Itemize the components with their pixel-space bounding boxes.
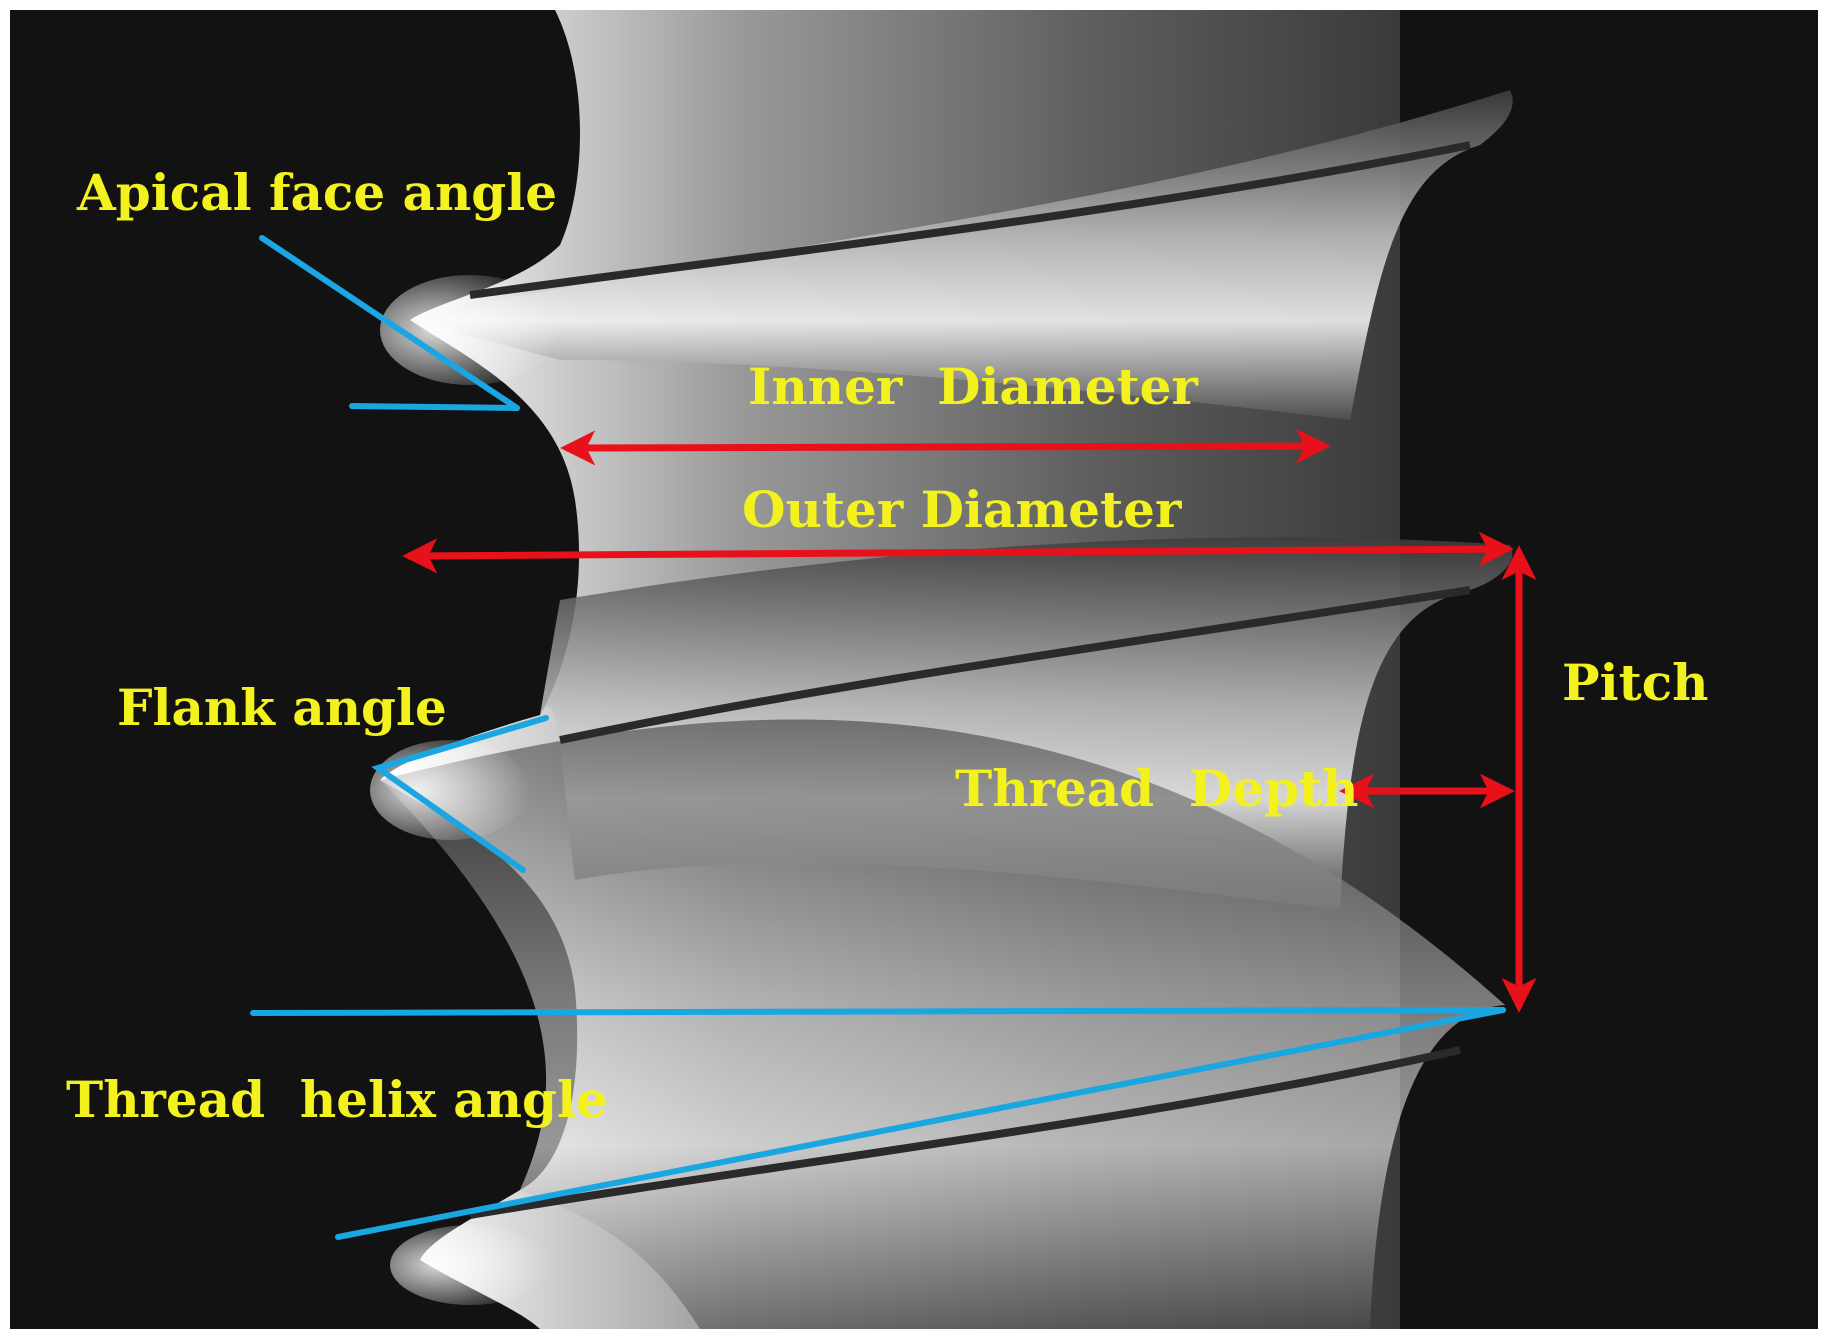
outer-diameter-arrow: [402, 531, 1514, 574]
inner-diameter-arrow: [560, 428, 1331, 466]
label-thread-depth: Thread Depth: [955, 759, 1358, 818]
label-apical-face-angle: Apical face angle: [76, 163, 557, 222]
label-inner-diameter: Inner Diameter: [748, 357, 1198, 416]
labels: Apical face angle Inner Diameter Outer D…: [66, 163, 1708, 1129]
dimension-arrows: [402, 428, 1537, 1013]
angle-lines: [250, 235, 1506, 1240]
helix-line-sloped: [335, 1007, 1506, 1240]
label-thread-helix-angle: Thread helix angle: [66, 1070, 608, 1129]
flank-angle-lines: [371, 715, 549, 873]
helix-line-horizontal: [250, 1007, 1506, 1016]
apical-face-line-horizontal: [349, 403, 520, 411]
apical-face-line-sloped: [259, 235, 520, 411]
label-outer-diameter: Outer Diameter: [742, 480, 1182, 539]
label-flank-angle: Flank angle: [117, 678, 447, 737]
label-pitch: Pitch: [1562, 653, 1708, 712]
